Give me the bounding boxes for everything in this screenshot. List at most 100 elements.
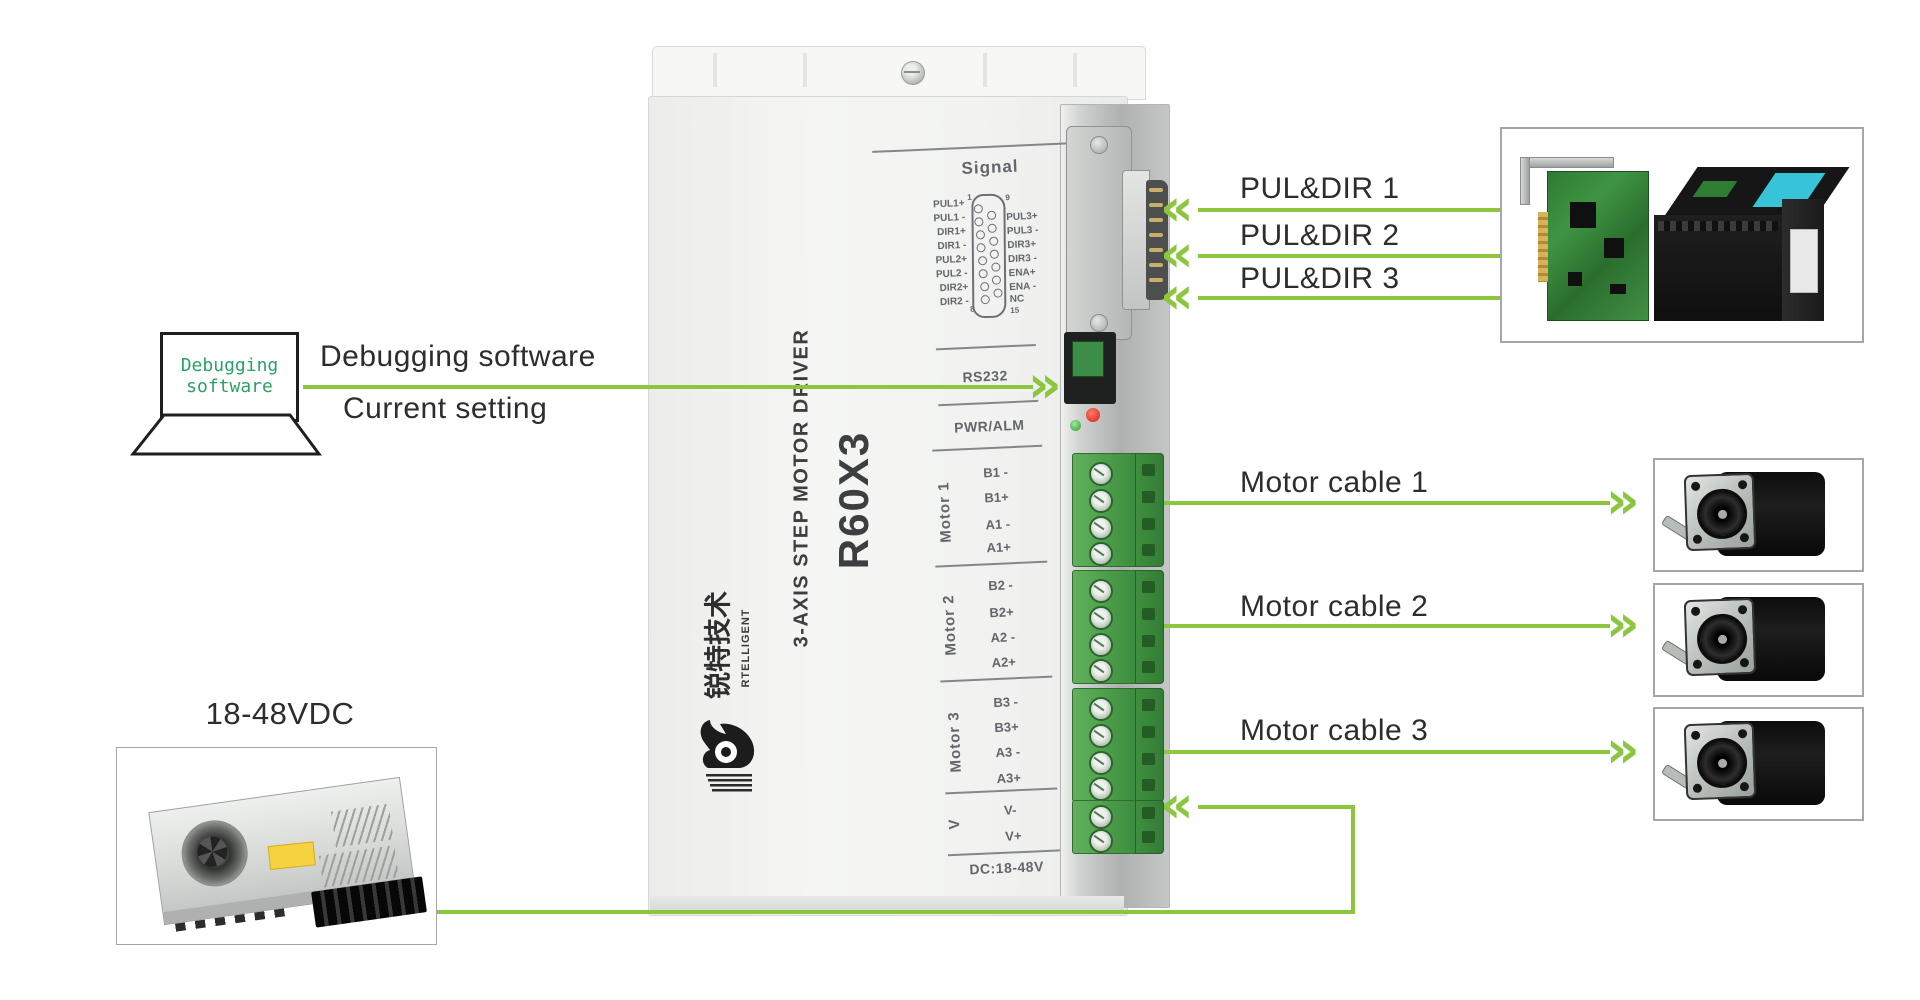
motor-flange — [1683, 472, 1757, 552]
pin-number: 9 — [1005, 192, 1011, 203]
divider-rule — [938, 399, 1039, 407]
terminal-screw-icon — [1089, 777, 1113, 801]
brand-chinese: 锐特技术 — [703, 591, 734, 699]
motor-pin: A1 - — [985, 516, 1011, 533]
laptop-base — [130, 413, 322, 456]
pin-row — [1149, 188, 1163, 192]
terminal-slot — [1142, 699, 1155, 711]
bolt-icon — [1737, 480, 1748, 490]
bolt-icon — [1690, 730, 1701, 740]
pul-dir-2-label: PUL&DIR 2 — [1240, 219, 1400, 252]
chip — [1568, 272, 1582, 286]
terminal-slot — [1142, 608, 1155, 620]
pin-row — [1149, 218, 1163, 222]
motor-flange — [1683, 597, 1757, 677]
pin-label: PUL2 - — [935, 267, 968, 281]
chip — [1604, 238, 1624, 258]
motor-cable-3-label: Motor cable 3 — [1240, 714, 1429, 747]
plc-white-label — [1790, 229, 1818, 293]
terminal-screw-icon — [1089, 697, 1113, 721]
terminal-slot — [1142, 544, 1155, 556]
pul-dir-1-label: PUL&DIR 1 — [1240, 172, 1400, 205]
bolt-icon — [1692, 783, 1703, 793]
rs232-port-inner — [1072, 341, 1104, 377]
divider-rule — [935, 560, 1048, 568]
signal-header: Signal — [961, 156, 1019, 179]
pin-number: 1 — [967, 192, 972, 202]
motor1-terminal-flange — [1135, 453, 1164, 567]
motor3-box — [1653, 707, 1864, 821]
terminal-slot — [1142, 581, 1155, 593]
arrow-right-icon: » — [1606, 720, 1640, 780]
arrow-right-icon: » — [1028, 355, 1062, 415]
screw-icon — [1090, 314, 1108, 332]
terminal-slot — [1142, 779, 1155, 791]
rs232-port — [1064, 332, 1116, 404]
divider-rule — [932, 444, 1043, 452]
motor-hub — [1717, 634, 1728, 645]
motor-face-ring — [1696, 737, 1748, 789]
debug-software-label: Debugging software — [320, 340, 596, 373]
motor-pin: B3+ — [994, 719, 1019, 736]
pin-label: DIR2+ — [939, 281, 969, 295]
terminal-screw-icon — [1089, 805, 1113, 829]
motor-pin: B3 - — [993, 694, 1019, 711]
chip — [1570, 202, 1596, 228]
terminal-slot — [1142, 518, 1155, 530]
motor-pin: A2+ — [991, 654, 1017, 671]
terminal-slot — [1142, 635, 1155, 647]
terminal-screw-icon — [1089, 489, 1113, 513]
chip — [1610, 284, 1626, 294]
db15-connector — [1122, 170, 1150, 310]
terminal-slot — [1142, 807, 1155, 819]
db15-bracket — [1066, 126, 1132, 340]
motor3-group-label: Motor 3 — [945, 710, 965, 773]
controller-box — [1500, 127, 1864, 343]
motion-control-card — [1538, 171, 1649, 321]
bolt-icon — [1739, 782, 1750, 792]
motor2-terminal — [1072, 570, 1138, 684]
vent-slot — [803, 53, 807, 87]
current-setting-label: Current setting — [343, 392, 548, 425]
motor-hub — [1717, 758, 1728, 769]
supply-voltage-label: 18-48VDC — [205, 696, 355, 731]
wire-pul-dir-3 — [1198, 296, 1500, 300]
terminal-screw-icon — [1089, 724, 1113, 748]
driver-top-cap — [652, 46, 1146, 100]
pin-row — [1149, 278, 1163, 282]
motor1-terminal — [1072, 453, 1138, 567]
pin-row — [1149, 203, 1163, 207]
pul-dir-3-label: PUL&DIR 3 — [1240, 262, 1400, 295]
arrow-left-icon: « — [1160, 178, 1194, 238]
wire-pul-dir-1 — [1198, 208, 1500, 212]
psu-vents — [331, 803, 394, 848]
motor-pin: B2 - — [987, 577, 1014, 594]
terminal-screw-icon — [1089, 516, 1113, 540]
motor-flange — [1683, 721, 1757, 801]
bolt-icon — [1692, 534, 1703, 544]
fan-icon — [177, 816, 252, 891]
arrow-left-icon: « — [1160, 224, 1194, 284]
bolt-icon — [1739, 658, 1750, 668]
plc-terminal-row — [1658, 221, 1778, 231]
pin-label: PUL1+ — [932, 197, 965, 211]
driver-title-vertical: 3-AXIS STEP MOTOR DRIVER — [790, 328, 813, 648]
wire-power-top — [1198, 805, 1355, 809]
motor-pin: B1+ — [984, 489, 1009, 506]
terminal-slot — [1142, 464, 1155, 476]
card-bracket — [1520, 157, 1530, 205]
power-terminal-flange — [1135, 800, 1164, 854]
motor-hub — [1717, 509, 1728, 520]
rtelligent-logo-icon — [700, 720, 755, 792]
vent-slot — [1073, 53, 1077, 87]
card-bracket — [1520, 157, 1614, 168]
motor-pin: A3 - — [995, 744, 1021, 761]
motor-pin: A2 - — [990, 629, 1016, 646]
terminal-screw-icon — [1089, 659, 1113, 683]
pwr-alm-label: PWR/ALM — [953, 416, 1025, 436]
wire-motor-3 — [1164, 750, 1610, 754]
arrow-left-icon: « — [1160, 775, 1194, 835]
bolt-icon — [1692, 659, 1703, 669]
dc-range-label: DC:18-48V — [969, 858, 1045, 878]
wire-power-bottom — [437, 910, 1355, 914]
